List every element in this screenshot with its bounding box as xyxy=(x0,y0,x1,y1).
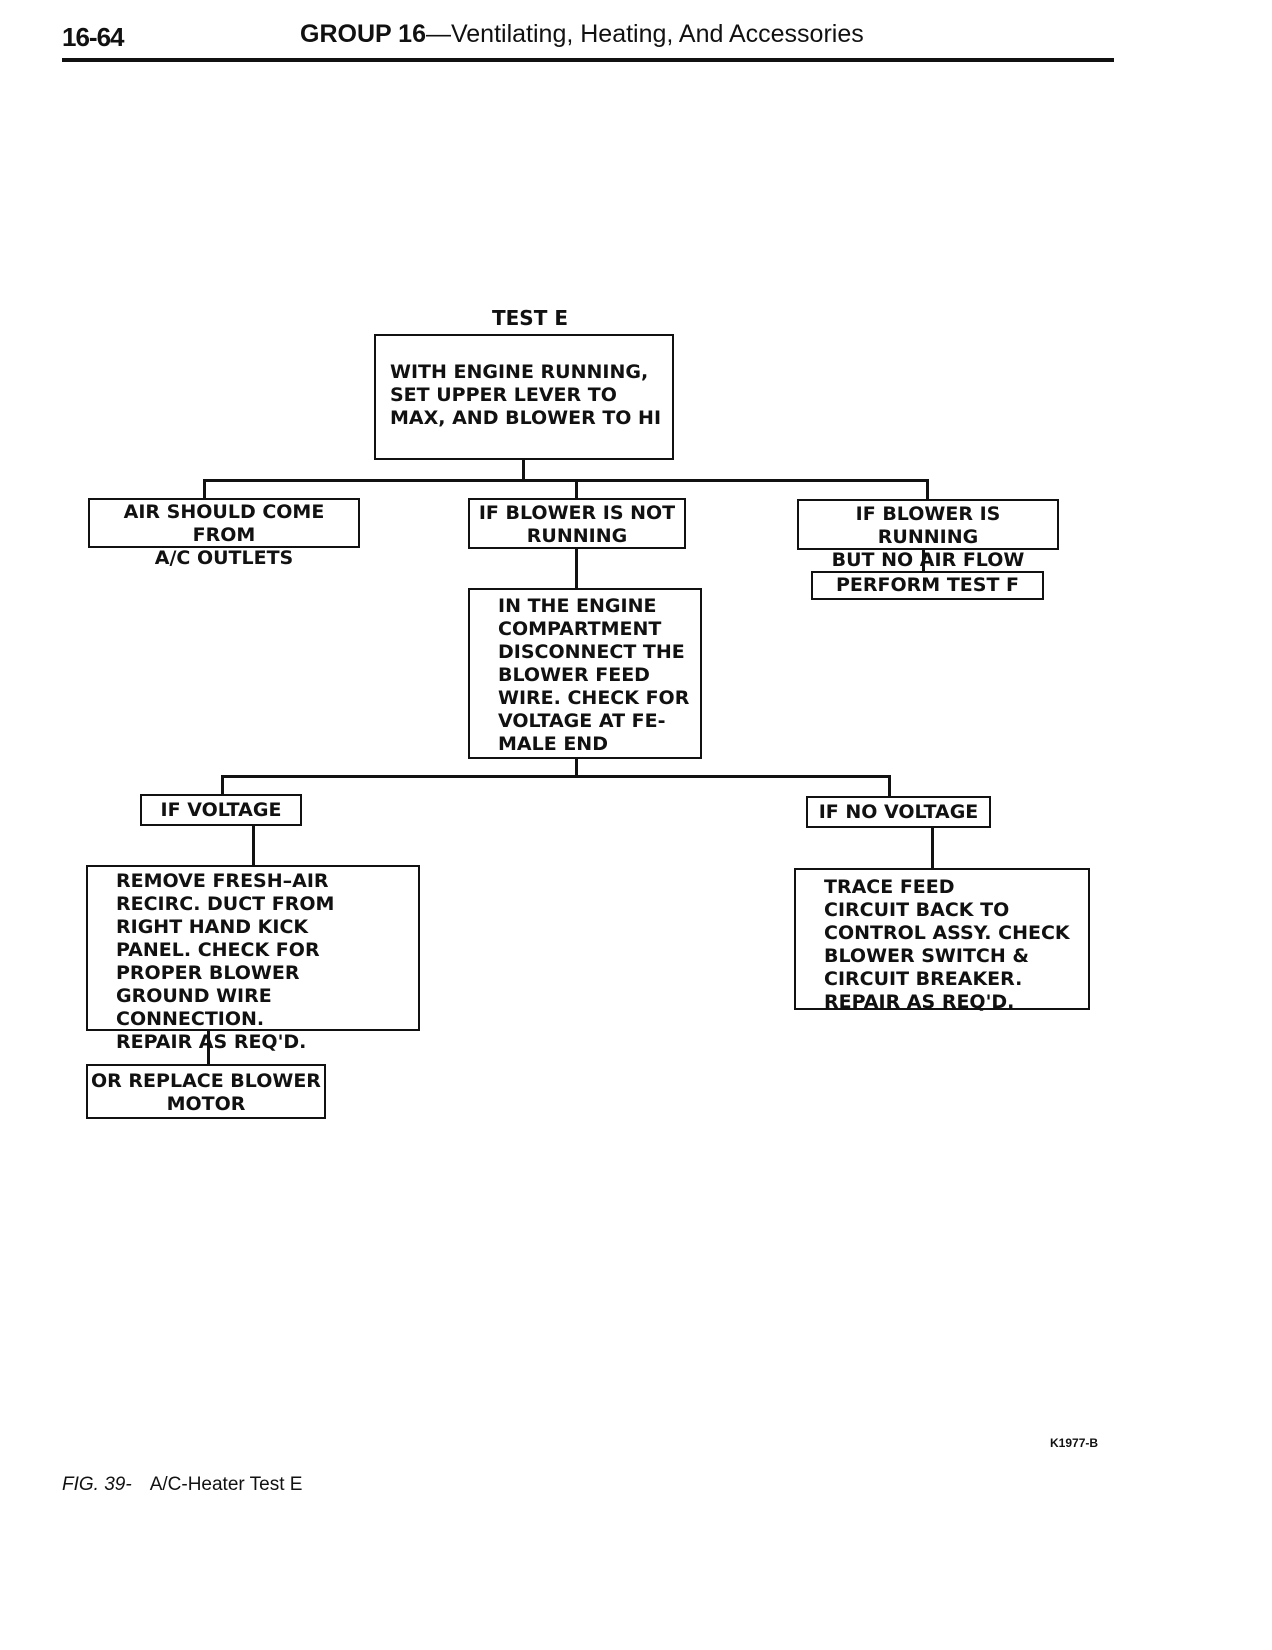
replace-motor-box: OR REPLACE BLOWER MOTOR xyxy=(86,1064,326,1119)
connector xyxy=(922,550,925,572)
connector xyxy=(575,549,578,589)
connector xyxy=(888,775,891,797)
connector xyxy=(522,460,525,480)
group-label: GROUP 16 xyxy=(300,20,426,48)
connector xyxy=(203,479,929,482)
perform-test-f-text: PERFORM TEST F xyxy=(836,574,1019,596)
connector xyxy=(203,479,206,499)
if-voltage-box: IF VOLTAGE xyxy=(140,794,302,826)
connector xyxy=(221,775,224,795)
trace-feed-box: TRACE FEED CIRCUIT BACK TO CONTROL ASSY.… xyxy=(794,868,1090,1013)
page-number: 16-64 xyxy=(62,22,124,52)
connector xyxy=(926,479,929,500)
branch-running-no-air-text: IF BLOWER IS RUNNING BUT NO AIR FLOW xyxy=(831,503,1025,571)
replace-motor-text: OR REPLACE BLOWER MOTOR xyxy=(91,1070,321,1115)
connector xyxy=(221,775,891,778)
branch-air-box: AIR SHOULD COME FROM A/C OUTLETS xyxy=(88,498,360,569)
figure-caption: FIG. 39- A/C-Heater Test E xyxy=(62,1474,302,1496)
trace-feed-text: TRACE FEED CIRCUIT BACK TO CONTROL ASSY.… xyxy=(824,876,1070,1013)
remove-duct-box: REMOVE FRESH–AIR RECIRC. DUCT FROM RIGHT… xyxy=(86,865,420,1053)
figure-number: FIG. 39- xyxy=(62,1474,132,1495)
start-box-text: WITH ENGINE RUNNING, SET UPPER LEVER TO … xyxy=(390,361,662,429)
engine-compartment-text: IN THE ENGINE COMPARTMENT DISCONNECT THE… xyxy=(498,595,690,755)
engine-compartment-box: IN THE ENGINE COMPARTMENT DISCONNECT THE… xyxy=(468,588,702,759)
if-no-voltage-text: IF NO VOLTAGE xyxy=(818,801,979,823)
header-rule xyxy=(62,58,1114,62)
branch-not-running-box: IF BLOWER IS NOT RUNNING xyxy=(468,498,686,549)
connector xyxy=(207,1030,210,1066)
group-title: —Ventilating, Heating, And Accessories xyxy=(425,20,864,48)
if-voltage-text: IF VOLTAGE xyxy=(160,799,282,821)
branch-not-running-text: IF BLOWER IS NOT RUNNING xyxy=(478,502,676,547)
test-title: TEST E xyxy=(492,306,568,330)
start-box: WITH ENGINE RUNNING, SET UPPER LEVER TO … xyxy=(374,334,674,460)
connector xyxy=(575,759,578,777)
group-heading: GROUP 16—Ventilating, Heating, And Acces… xyxy=(300,20,864,49)
if-no-voltage-box: IF NO VOLTAGE xyxy=(806,796,991,828)
connector xyxy=(931,828,934,869)
branch-air-text: AIR SHOULD COME FROM A/C OUTLETS xyxy=(123,501,325,569)
connector xyxy=(252,825,255,866)
perform-test-f-box: PERFORM TEST F xyxy=(811,571,1044,600)
remove-duct-text: REMOVE FRESH–AIR RECIRC. DUCT FROM RIGHT… xyxy=(116,870,335,1053)
connector xyxy=(575,479,578,499)
figure-code: K1977-B xyxy=(1050,1436,1099,1450)
branch-running-no-air-box: IF BLOWER IS RUNNING BUT NO AIR FLOW xyxy=(797,499,1059,571)
figure-caption-text: A/C-Heater Test E xyxy=(149,1474,303,1495)
